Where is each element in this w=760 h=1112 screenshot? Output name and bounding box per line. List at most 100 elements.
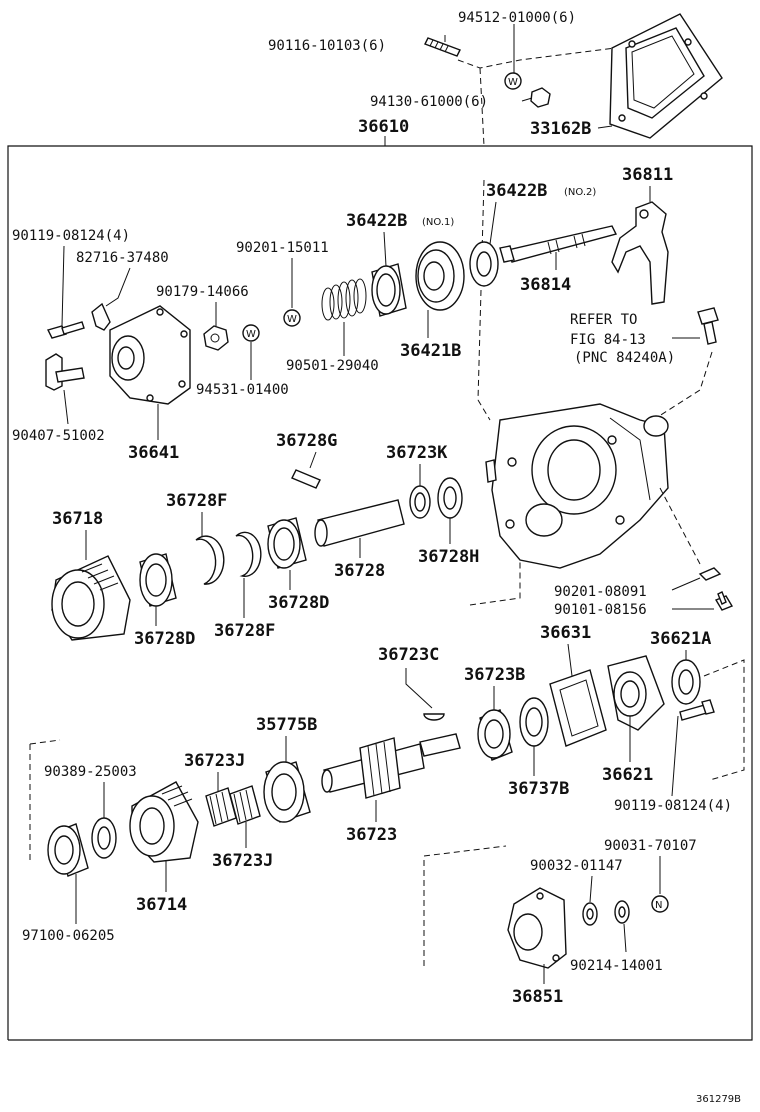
needle-bearing-36723J-lower bbox=[229, 785, 261, 825]
plate-82716-37480 bbox=[91, 302, 111, 331]
label-36723: 36723 bbox=[346, 825, 397, 845]
label-94531-01400: 94531-01400 bbox=[196, 382, 289, 398]
washer-90201-15011: W bbox=[283, 309, 301, 327]
label-90214-14001: 90214-14001 bbox=[570, 958, 663, 974]
transfer-case-housing bbox=[485, 403, 669, 569]
washer-36728H bbox=[437, 477, 463, 519]
label-90389-25003: 90389-25003 bbox=[44, 764, 137, 780]
svg-text:W: W bbox=[246, 329, 256, 340]
washer-36737B bbox=[519, 697, 549, 747]
cover-36641 bbox=[109, 305, 191, 405]
label-90179-14066: 90179-14066 bbox=[156, 284, 249, 300]
label-36728H: 36728H bbox=[418, 547, 479, 567]
bearing-36728D-right bbox=[267, 517, 307, 569]
label-35775B: 35775B bbox=[256, 715, 317, 735]
bolt-90119-08124-upper bbox=[46, 321, 85, 339]
bearing-35775B bbox=[263, 761, 311, 823]
label-no2: (NO.2) bbox=[564, 187, 596, 198]
svg-text:N: N bbox=[655, 900, 662, 911]
label-90031-70107: 90031-70107 bbox=[604, 838, 697, 854]
plug-90031-70107: N bbox=[651, 895, 669, 913]
gasket-36631 bbox=[549, 669, 607, 747]
label-no1: (NO.1) bbox=[422, 217, 454, 228]
screw-refer-fig-84-13 bbox=[697, 307, 719, 345]
washer-w-symbol: W bbox=[504, 72, 522, 90]
bearing-36723B bbox=[477, 709, 513, 761]
label-36422B-no2: 36422B bbox=[486, 181, 547, 201]
output-shaft-36723 bbox=[321, 733, 461, 799]
label-97100-06205: 97100-06205 bbox=[22, 928, 115, 944]
label-90119-08124-upper: 90119-08124(4) bbox=[12, 228, 130, 244]
svg-text:W: W bbox=[287, 314, 297, 325]
label-33162B: 33162B bbox=[530, 119, 591, 139]
label-36641: 36641 bbox=[128, 443, 179, 463]
cover-36851 bbox=[507, 887, 567, 969]
svg-text:(PNC 84240A): (PNC 84240A) bbox=[574, 350, 675, 366]
gear-36714 bbox=[129, 781, 199, 863]
label-36621A: 36621A bbox=[650, 629, 711, 649]
shaft-36728 bbox=[314, 499, 405, 547]
svg-text:FIG 84-13: FIG 84-13 bbox=[570, 332, 646, 348]
label-90032-01147: 90032-01147 bbox=[530, 858, 623, 874]
washer-90201-08091 bbox=[698, 567, 722, 581]
washer-90389-25003 bbox=[91, 817, 117, 859]
svg-text:REFER TO: REFER TO bbox=[570, 312, 637, 328]
seal-36422B-no2 bbox=[469, 241, 499, 287]
label-36714: 36714 bbox=[136, 895, 187, 915]
label-36631: 36631 bbox=[540, 623, 591, 643]
label-36811: 36811 bbox=[622, 165, 673, 185]
label-36723J-upper: 36723J bbox=[184, 751, 245, 771]
seal-36621A bbox=[671, 659, 701, 705]
washer-94531-01400: W bbox=[242, 324, 260, 342]
label-90501-29040: 90501-29040 bbox=[286, 358, 379, 374]
label-36422B-no1: 36422B bbox=[346, 211, 407, 231]
gear-36718 bbox=[51, 555, 131, 641]
nut-90179-14066 bbox=[203, 325, 229, 351]
refer-note: REFER TO FIG 84-13 (PNC 84240A) bbox=[570, 312, 675, 366]
bearing-retainer-36421B bbox=[415, 241, 465, 311]
label-36814: 36814 bbox=[520, 275, 571, 295]
label-94130-61000: 94130-61000(6) bbox=[370, 94, 488, 110]
label-36728: 36728 bbox=[334, 561, 385, 581]
figure-id: 361279B bbox=[696, 1094, 741, 1105]
shift-fork-36811 bbox=[611, 201, 669, 305]
svg-text:W: W bbox=[508, 77, 518, 88]
washer-90214-14001 bbox=[614, 900, 630, 924]
bolt-90101-08156 bbox=[714, 591, 734, 611]
key-36728G bbox=[291, 469, 321, 489]
label-36728F-upper: 36728F bbox=[166, 491, 227, 511]
label-36728F-lower: 36728F bbox=[214, 621, 275, 641]
spring-90501-29040 bbox=[321, 278, 367, 321]
bushing-36422B-no1 bbox=[371, 263, 407, 317]
pin-90407-51002 bbox=[45, 353, 85, 391]
label-90101-08156: 90101-08156 bbox=[554, 602, 647, 618]
label-36718: 36718 bbox=[52, 509, 103, 529]
label-36737B: 36737B bbox=[508, 779, 569, 799]
label-36728D-right: 36728D bbox=[268, 593, 329, 613]
assembly-frame bbox=[7, 136, 753, 1041]
label-90116-10103: 90116-10103(6) bbox=[268, 38, 386, 54]
label-36723C: 36723C bbox=[378, 645, 439, 665]
label-94512-01000: 94512-01000(6) bbox=[458, 10, 576, 26]
part-90116-stud bbox=[424, 37, 461, 57]
key-36723C bbox=[423, 713, 445, 721]
bearing-36728D-left bbox=[139, 553, 177, 607]
label-36723J-lower: 36723J bbox=[212, 851, 273, 871]
gasket-33162B bbox=[609, 13, 723, 139]
bolt-90119-08124-lower bbox=[679, 699, 715, 721]
label-36421B: 36421B bbox=[400, 341, 461, 361]
label-36610: 36610 bbox=[358, 117, 409, 137]
label-90407-51002: 90407-51002 bbox=[12, 428, 105, 444]
bushing-36723K bbox=[409, 485, 431, 519]
washer-90032-01147 bbox=[582, 902, 598, 926]
label-90201-15011: 90201-15011 bbox=[236, 240, 329, 256]
label-82716-37480: 82716-37480 bbox=[76, 250, 169, 266]
label-36728D-left: 36728D bbox=[134, 629, 195, 649]
label-36728G: 36728G bbox=[276, 431, 337, 451]
label-36723B: 36723B bbox=[464, 665, 525, 685]
label-90119-08124-lower: 90119-08124(4) bbox=[614, 798, 732, 814]
snap-ring-36728F-left bbox=[195, 535, 225, 585]
bearing-97100-06205 bbox=[47, 823, 89, 877]
bearing-retainer-36621 bbox=[607, 655, 665, 731]
